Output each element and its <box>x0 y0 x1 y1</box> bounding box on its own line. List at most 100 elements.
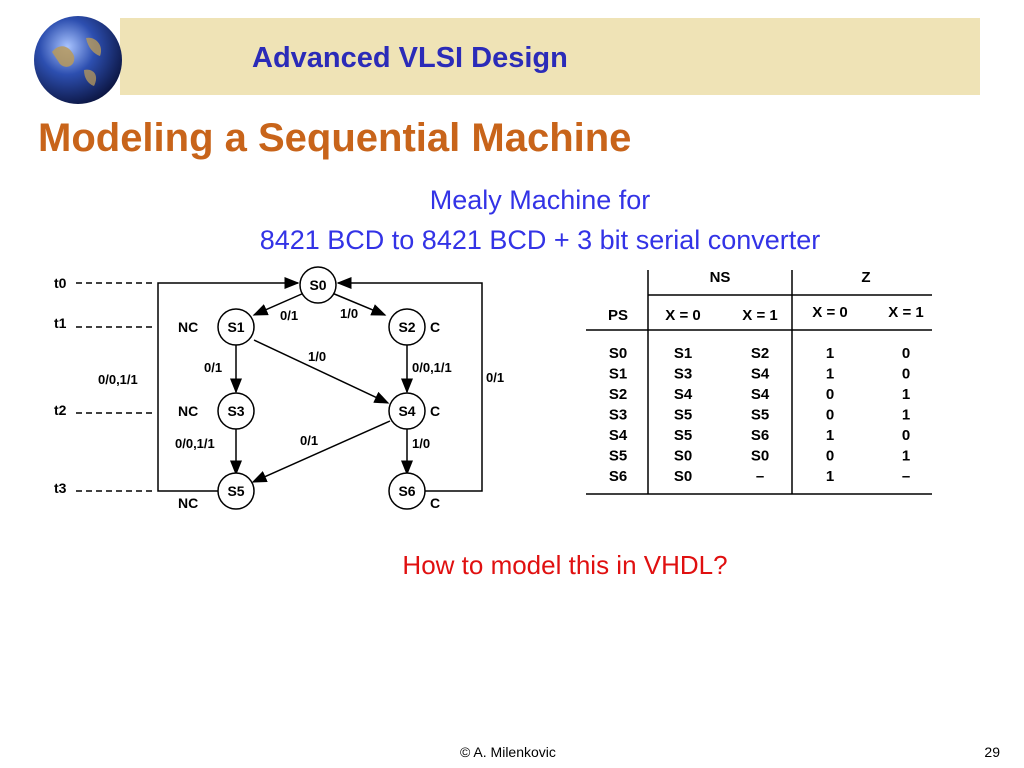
table-col-z-x0: X = 0 <box>812 304 847 321</box>
table-cell-z-x0: 1 <box>826 366 834 383</box>
state-node-s2: S2 <box>388 308 426 346</box>
table-row: S2 S4 S4 0 1 <box>609 386 910 403</box>
table-group-ns: NS <box>710 269 731 286</box>
state-tag-s3: NC <box>178 403 198 419</box>
edge-label-s0-s1: 0/1 <box>280 308 298 323</box>
table-cell-ns-x1: S5 <box>751 407 769 424</box>
edge-label-s5-s0: 0/0,1/1 <box>98 372 138 387</box>
edge-s5-s0 <box>157 277 300 492</box>
time-axis: t0 t1 t2 t3 <box>54 275 152 496</box>
edge-label-s0-s2: 1/0 <box>340 306 358 321</box>
state-tag-s4: C <box>430 403 440 419</box>
table-col-z-x1: X = 1 <box>888 304 923 321</box>
time-label-t2: t2 <box>54 402 67 418</box>
state-node-s6: S6 <box>388 472 426 510</box>
table-cell-ns-x0: S5 <box>674 407 692 424</box>
state-label-s2: S2 <box>398 319 415 335</box>
table-col-ps: PS <box>608 307 628 324</box>
state-node-s5: S5 <box>217 472 255 510</box>
edge-s4-s5 <box>251 420 391 483</box>
table-cell-ns-x1: S2 <box>751 345 769 362</box>
table-cell-z-x0: 1 <box>826 468 834 485</box>
table-cell-ns-x0: S0 <box>674 448 692 465</box>
state-node-s1: S1 <box>217 308 255 346</box>
edge-s1-s4 <box>253 339 390 404</box>
table-cell-ns-x1: S4 <box>751 386 770 403</box>
state-label-s1: S1 <box>227 319 244 335</box>
edge-label-s6-s0: 0/1 <box>486 370 504 385</box>
table-cell-ps: S3 <box>609 407 627 424</box>
table-cell-ns-x1: S0 <box>751 448 769 465</box>
edge-label-s1-s4: 1/0 <box>308 349 326 364</box>
table-cell-z-x1: – <box>902 468 910 485</box>
table-cell-ps: S6 <box>609 468 627 485</box>
state-tag-s1: NC <box>178 319 198 335</box>
edge-label-s1-s3: 0/1 <box>204 360 222 375</box>
state-node-s4: S4 <box>388 392 426 430</box>
table-cell-ps: S5 <box>609 448 627 465</box>
table-cell-ns-x0: S0 <box>674 468 692 485</box>
edge-s0-s1 <box>252 292 305 316</box>
table-row: S4 S5 S6 1 0 <box>609 427 910 444</box>
table-cell-ps: S0 <box>609 345 627 362</box>
edge-label-s4-s6: 1/0 <box>412 436 430 451</box>
state-label-s6: S6 <box>398 483 415 499</box>
edge-label-s4-s5: 0/1 <box>300 433 318 448</box>
table-cell-ns-x0: S4 <box>674 386 693 403</box>
state-node-s3: S3 <box>217 392 255 430</box>
state-label-s3: S3 <box>227 403 244 419</box>
table-cell-z-x0: 0 <box>826 386 834 403</box>
state-tag-s6: C <box>430 495 440 511</box>
time-label-t0: t0 <box>54 275 67 291</box>
edge-s6-s0 <box>336 277 483 492</box>
state-label-s4: S4 <box>398 403 415 419</box>
state-node-s0: S0 <box>299 266 337 304</box>
course-title: Advanced VLSI Design <box>252 42 568 74</box>
table-cell-z-x1: 1 <box>902 407 910 424</box>
state-label-s0: S0 <box>309 277 326 293</box>
globe-icon <box>34 16 122 104</box>
table-cell-z-x0: 1 <box>826 427 834 444</box>
table-row: S1 S3 S4 1 0 <box>609 366 910 383</box>
table-cell-ps: S2 <box>609 386 627 403</box>
table-cell-z-x1: 1 <box>902 386 910 403</box>
table-cell-ns-x0: S5 <box>674 427 692 444</box>
edge-s0-s2 <box>331 292 387 316</box>
table-cell-z-x1: 0 <box>902 345 910 362</box>
time-label-t3: t3 <box>54 480 67 496</box>
table-group-z: Z <box>861 269 870 286</box>
table-cell-ps: S4 <box>609 427 628 444</box>
subtitle: Mealy Machine for 8421 BCD to 8421 BCD +… <box>160 180 920 260</box>
footer-credit: © A. Milenkovic <box>460 744 556 760</box>
state-diagram: t0 t1 t2 t3 S0 S1 S2 S3 S4 <box>54 266 504 511</box>
state-tag-s2: C <box>430 319 440 335</box>
table-col-ns-x1: X = 1 <box>742 307 777 324</box>
subtitle-line-1: Mealy Machine for <box>429 185 651 215</box>
table-row: S3 S5 S5 0 1 <box>609 407 910 424</box>
table-cell-z-x0: 1 <box>826 345 834 362</box>
edge-label-s3-s5: 0/0,1/1 <box>175 436 215 451</box>
table-cell-ps: S1 <box>609 366 627 383</box>
subtitle-line-2: 8421 BCD to 8421 BCD + 3 bit serial conv… <box>259 225 821 255</box>
table-cell-ns-x0: S3 <box>674 366 692 383</box>
header-banner <box>120 18 980 95</box>
page-number: 29 <box>984 744 1000 760</box>
table-cell-ns-x1: S6 <box>751 427 769 444</box>
state-label-s5: S5 <box>227 483 244 499</box>
table-cell-z-x1: 1 <box>902 448 910 465</box>
table-col-ns-x0: X = 0 <box>665 307 700 324</box>
state-tag-s5: NC <box>178 495 198 511</box>
table-cell-z-x0: 0 <box>826 407 834 424</box>
table-cell-ns-x1: S4 <box>751 366 770 383</box>
table-row: S5 S0 S0 0 1 <box>609 448 910 465</box>
table-cell-z-x0: 0 <box>826 448 834 465</box>
question-text: How to model this in VHDL? <box>402 550 728 580</box>
table-cell-ns-x1: – <box>756 468 764 485</box>
table-cell-z-x1: 0 <box>902 427 910 444</box>
table-cell-z-x1: 0 <box>902 366 910 383</box>
table-row: S6 S0 – 1 – <box>609 468 910 485</box>
edge-label-s2-s4: 0/0,1/1 <box>412 360 452 375</box>
